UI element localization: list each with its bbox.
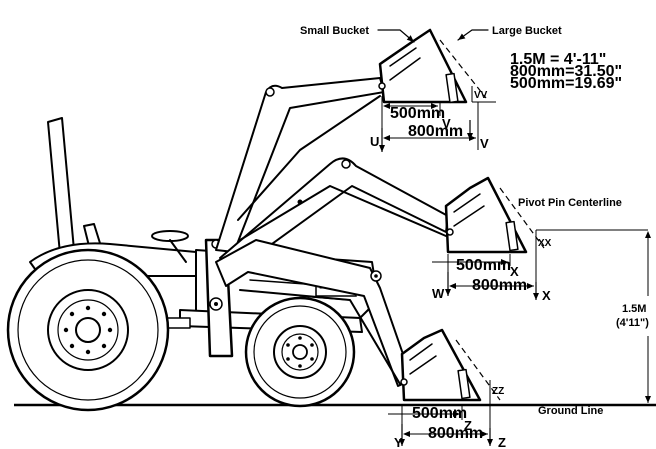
loader-frame <box>204 77 449 387</box>
mid-dim-800: 800mm <box>472 277 527 294</box>
raised-letter-u: U <box>370 134 379 149</box>
rear-wheel <box>6 248 170 412</box>
raised-letter-v: V <box>442 116 451 131</box>
raised-dim-800: 800mm <box>408 123 463 140</box>
small-bucket-label: Small Bucket <box>300 25 369 37</box>
pivot-pin-label: Pivot Pin Centerline <box>518 197 622 209</box>
bucket-mid <box>444 176 545 254</box>
mid-letter-x: X <box>510 264 519 279</box>
low-letter-y: Y <box>394 435 403 449</box>
mid-letter-xx: XX <box>538 238 552 249</box>
conversion-line-3: 500mm=19.69" <box>510 75 622 92</box>
bucket-lowered <box>400 328 501 402</box>
mid-letter-x2: X <box>542 288 551 303</box>
raised-dim-500: 500mm <box>390 105 445 122</box>
bucket-raised <box>377 28 489 104</box>
conversion-line-2: 800mm=31.50" <box>510 63 622 80</box>
height-imperial: (4'11") <box>616 317 649 329</box>
raised-letter-v2: V <box>480 136 489 151</box>
steering-wheel <box>151 230 189 263</box>
low-letter-z2: Z <box>498 435 506 449</box>
low-letter-z: Z <box>464 418 472 433</box>
exhaust-stack <box>47 117 75 255</box>
mid-letter-w: W <box>432 286 445 301</box>
low-letter-zz: ZZ <box>492 386 504 397</box>
ground-line-label: Ground Line <box>538 405 603 417</box>
raised-letter-vv: VV <box>474 90 488 101</box>
height-value: 1.5M <box>622 303 646 315</box>
direction-arrows <box>379 120 539 446</box>
front-wheel <box>244 296 356 408</box>
low-dim-800: 800mm <box>428 425 483 442</box>
mid-dim-500: 500mm <box>456 257 511 274</box>
loader-arm-raised <box>215 77 385 253</box>
low-dim-500: 500mm <box>412 405 467 422</box>
conversion-line-1: 1.5M = 4'-11" <box>510 51 606 68</box>
large-bucket-label: Large Bucket <box>492 25 562 37</box>
loader-arm-mid <box>219 157 449 271</box>
